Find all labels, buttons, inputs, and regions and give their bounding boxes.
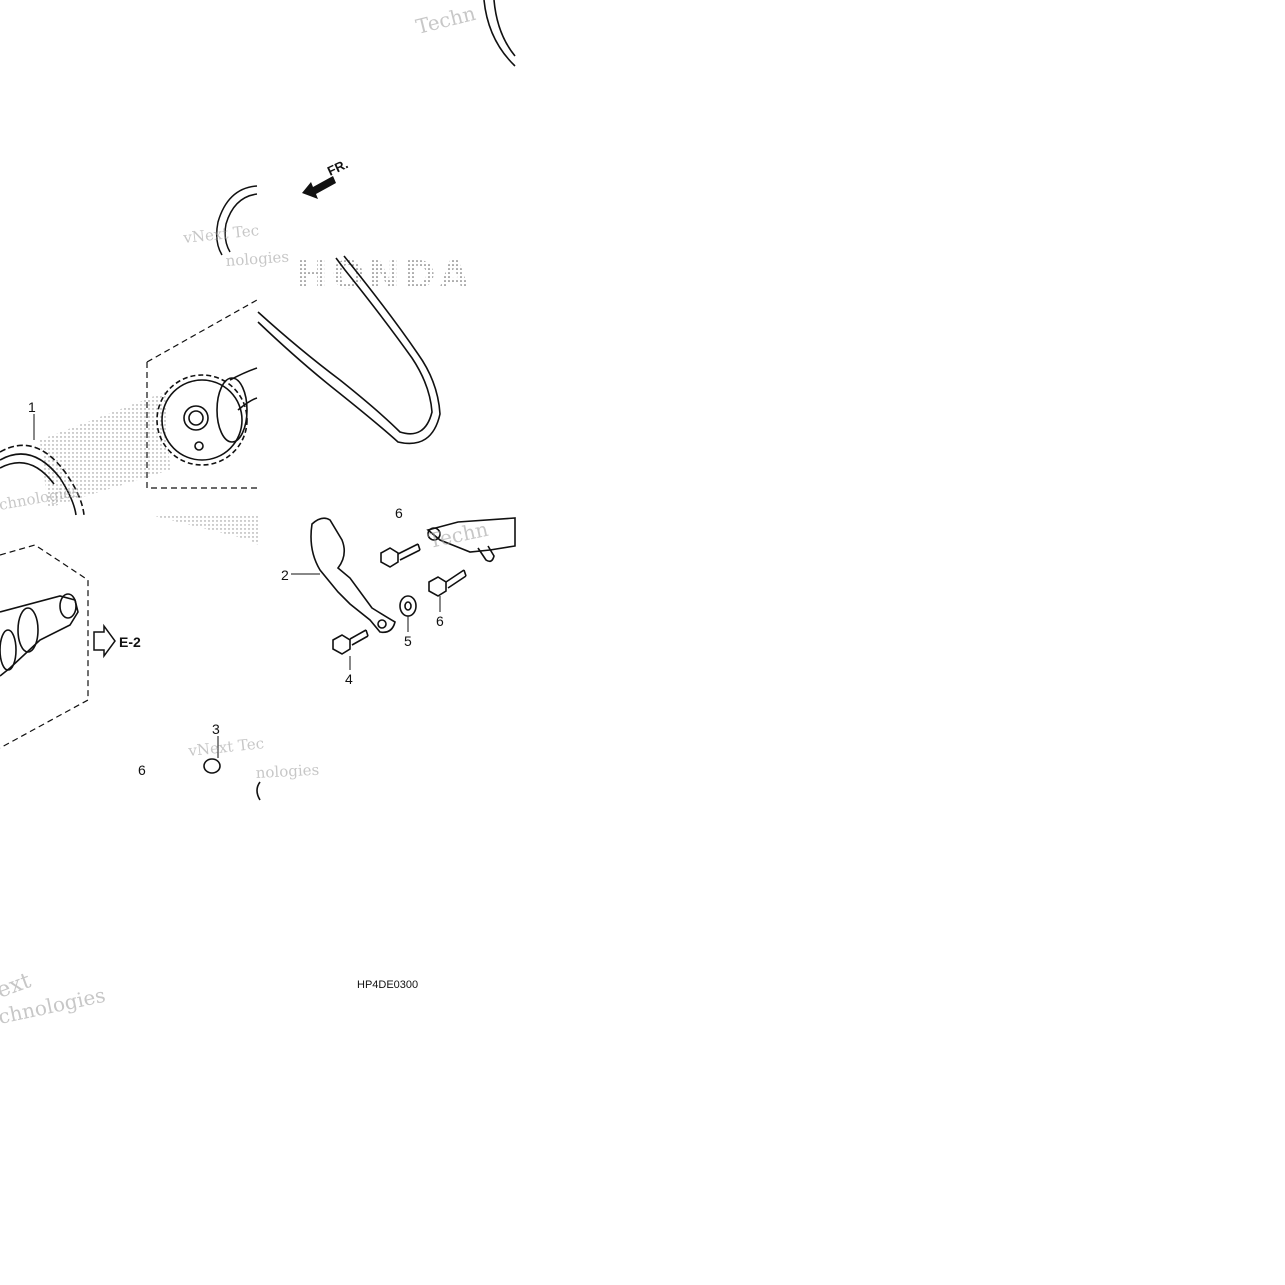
callout-6-bottom: 6 bbox=[138, 762, 146, 778]
honda-logo: HONDA bbox=[296, 253, 473, 297]
washer bbox=[399, 595, 417, 617]
chain-tensioner-arm bbox=[310, 517, 396, 634]
callout-6: 6 bbox=[436, 613, 444, 629]
callout-4: 4 bbox=[345, 671, 353, 687]
part-3-fragment bbox=[203, 758, 261, 801]
watermark: nologies bbox=[225, 248, 290, 270]
chain-fragment bbox=[215, 185, 258, 256]
front-direction-arrow: FR. bbox=[302, 156, 350, 199]
bolt-upper bbox=[380, 543, 421, 568]
projection-shading bbox=[40, 392, 258, 545]
watermark: chnologies bbox=[0, 482, 81, 514]
callout-3: 3 bbox=[212, 721, 220, 737]
chain-arc-top bbox=[483, 0, 516, 67]
callout-6-top: 6 bbox=[395, 505, 403, 521]
bolt-right bbox=[428, 569, 467, 597]
svg-text:FR.: FR. bbox=[325, 156, 350, 178]
reference-arrow: E-2 bbox=[93, 623, 141, 659]
cam-sprocket-left bbox=[0, 444, 85, 516]
cam-sprocket bbox=[156, 367, 258, 466]
camshaft-detail-box bbox=[0, 544, 89, 749]
svg-text:E-2: E-2 bbox=[119, 634, 141, 650]
callout-2: 2 bbox=[281, 567, 289, 583]
callout-5: 5 bbox=[404, 633, 412, 649]
cam-chain bbox=[257, 255, 441, 445]
tensioner-lifter bbox=[426, 517, 516, 563]
leader-lines bbox=[33, 414, 441, 758]
watermark: vNext Tec bbox=[182, 221, 260, 247]
watermark: nologies bbox=[255, 761, 319, 782]
watermark: vNext Tec bbox=[187, 734, 265, 760]
camshaft bbox=[0, 593, 79, 677]
bolt-lower bbox=[332, 629, 369, 655]
drawing-code: HP4DE0300 bbox=[357, 979, 418, 991]
callout-1: 1 bbox=[28, 399, 36, 415]
watermark: Techn bbox=[413, 1, 478, 39]
sprocket-detail-box bbox=[146, 299, 258, 489]
